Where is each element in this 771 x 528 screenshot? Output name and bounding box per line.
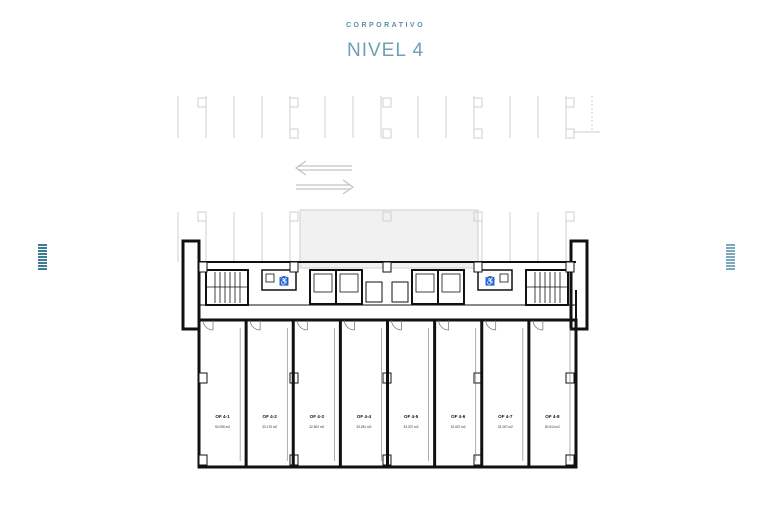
office-label[interactable]: OF 4-4 [357,414,372,419]
stairs-left [205,269,249,306]
restroom-right [477,269,513,291]
office-label[interactable]: OF 4-1 [215,414,230,419]
office-label[interactable]: OF 4-7 [498,414,513,419]
office-label[interactable]: OF 4-6 [451,414,466,419]
arrow-left-icon [294,160,352,176]
section-category: CORPORATIVO [345,22,426,29]
office-door [532,319,544,331]
office-door [202,319,214,331]
office-units: OF 4-1 52.096 m2 OF 4-2 33.176 m2 OF 4-3 32.6… [202,319,571,467]
office-area: 32.602 m2 [309,425,324,429]
office-area: 33.267 m2 [498,425,513,429]
page-title: NIVEL 4 [346,40,425,61]
office-door [344,319,355,331]
office-label[interactable]: OF 4-2 [263,414,278,419]
office-area: 33.307 m2 [404,425,419,429]
office-label[interactable]: OF 4-3 [310,414,325,419]
restroom-left [261,269,297,291]
office-door [249,319,261,331]
parking-upper [177,96,600,139]
office-door [391,319,402,331]
wheelchair-icon: ♿ [485,276,495,286]
office-area: 33.176 m2 [262,425,277,429]
office-area: 32.607 m2 [451,425,466,429]
parking-lower [177,209,575,269]
elevator-core [309,269,465,305]
office-area: 52.096 m2 [215,425,230,429]
stairs-right [525,269,569,306]
bars-icon-left-nav[interactable] [38,244,47,271]
office-label[interactable]: OF 4-8 [545,414,560,419]
office-area: 33.281 m2 [356,425,371,429]
office-area: 50.614 m2 [545,425,560,429]
office-door [296,319,308,331]
bars-icon-right-nav[interactable] [726,244,735,271]
office-door [485,319,497,331]
office-label[interactable]: OF 4-5 [404,414,419,419]
arrow-right-icon [296,179,355,195]
office-door [438,319,449,331]
wheelchair-icon: ♿ [279,276,289,286]
